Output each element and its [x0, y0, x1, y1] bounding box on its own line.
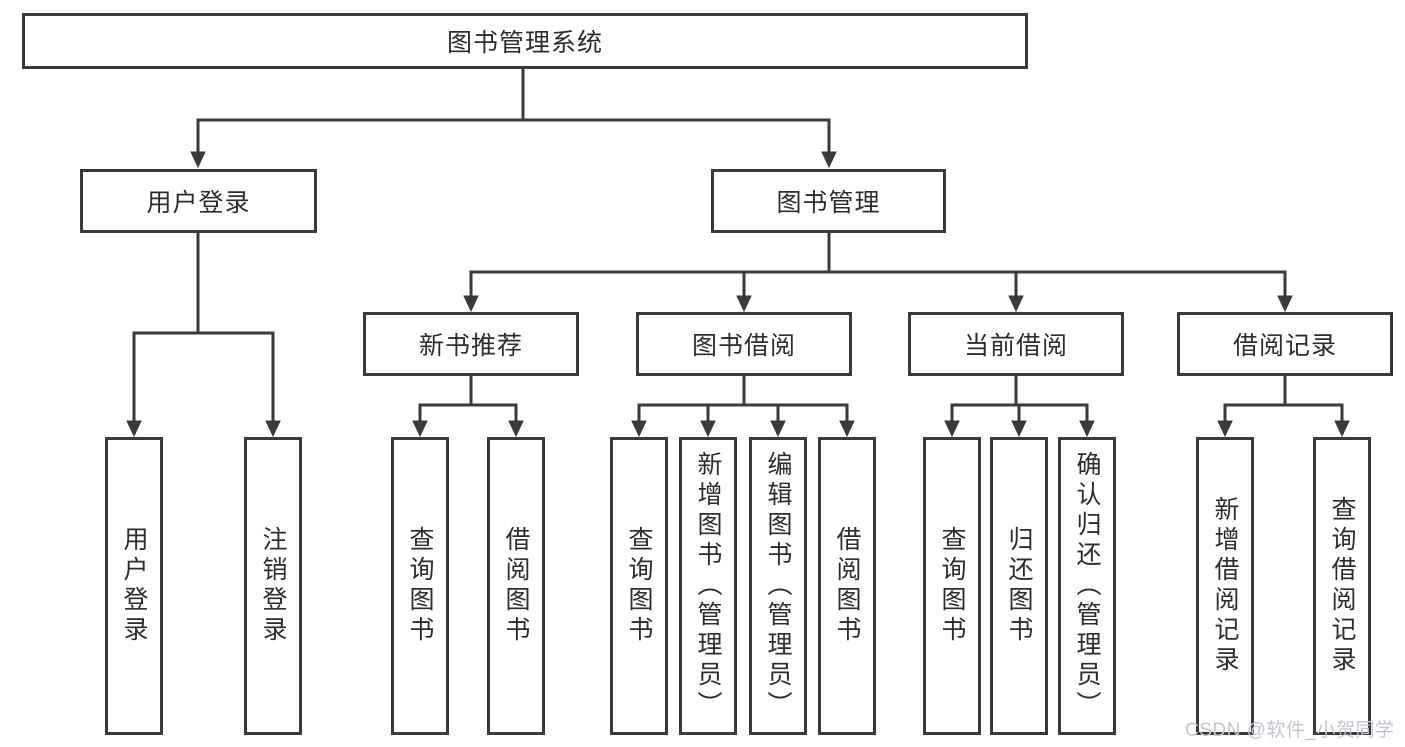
leaf-label: 查询图书	[406, 526, 434, 646]
node-user-login: 用户登录	[80, 169, 317, 233]
leaf-user-login: 用户登录	[105, 437, 163, 735]
edge-borrowing-split	[637, 403, 849, 421]
edge-records-split	[1223, 403, 1344, 421]
node-label: 图书管理系统	[446, 29, 603, 57]
leaf-label: 查询图书	[938, 526, 966, 646]
leaf-borrowing-add-books-admin: 新增图书（管理员）	[679, 437, 737, 735]
edge-book-mgmt-split	[469, 270, 1287, 297]
node-label: 用户登录	[146, 189, 251, 217]
leaf-current-return-books: 归还图书	[990, 437, 1048, 735]
node-book-management: 图书管理	[711, 169, 946, 233]
edge-new-book-split	[418, 403, 518, 421]
leaf-records-query-borrow-record: 查询借阅记录	[1313, 437, 1371, 735]
node-label: 图书借阅	[691, 332, 796, 360]
node-book-borrowing: 图书借阅	[636, 312, 852, 376]
leaf-borrowing-query-books: 查询图书	[610, 437, 668, 735]
leaf-label: 编辑图书（管理员）	[764, 451, 792, 721]
node-label: 新书推荐	[418, 332, 523, 360]
leaf-label: 确认归还（管理员）	[1073, 451, 1101, 721]
leaf-newbook-query-books: 查询图书	[391, 437, 449, 735]
leaf-label: 借阅图书	[502, 526, 530, 646]
node-label: 当前借阅	[963, 332, 1068, 360]
leaf-label: 查询图书	[625, 526, 653, 646]
leaf-current-query-books: 查询图书	[923, 437, 981, 735]
node-label: 图书管理	[776, 189, 881, 217]
csdn-watermark: CSDN @软件_小贺同学	[1185, 720, 1395, 741]
node-current-borrow: 当前借阅	[908, 312, 1124, 376]
leaf-label: 注销登录	[259, 526, 287, 646]
node-borrow-records: 借阅记录	[1177, 312, 1393, 376]
leaf-label: 查询借阅记录	[1328, 496, 1356, 676]
leaf-label: 借阅图书	[833, 526, 861, 646]
leaf-records-add-borrow-record: 新增借阅记录	[1196, 437, 1254, 735]
leaf-borrowing-borrow-books: 借阅图书	[818, 437, 876, 735]
leaf-label: 新增借阅记录	[1211, 496, 1239, 676]
leaf-newbook-borrow-books: 借阅图书	[487, 437, 545, 735]
arrowheads	[126, 151, 1350, 438]
leaf-label: 归还图书	[1005, 526, 1033, 646]
edge-root-split	[196, 118, 831, 152]
edge-user-login-split	[132, 331, 275, 421]
node-library-management-system: 图书管理系统	[22, 13, 1028, 69]
leaf-borrowing-edit-books-admin: 编辑图书（管理员）	[749, 437, 807, 735]
leaf-label: 新增图书（管理员）	[694, 451, 722, 721]
node-new-book-recommendation: 新书推荐	[363, 312, 579, 376]
node-label: 借阅记录	[1232, 332, 1337, 360]
leaf-current-confirm-return-admin: 确认归还（管理员）	[1058, 437, 1116, 735]
leaf-label: 用户登录	[120, 526, 148, 646]
leaf-logout: 注销登录	[244, 437, 302, 735]
